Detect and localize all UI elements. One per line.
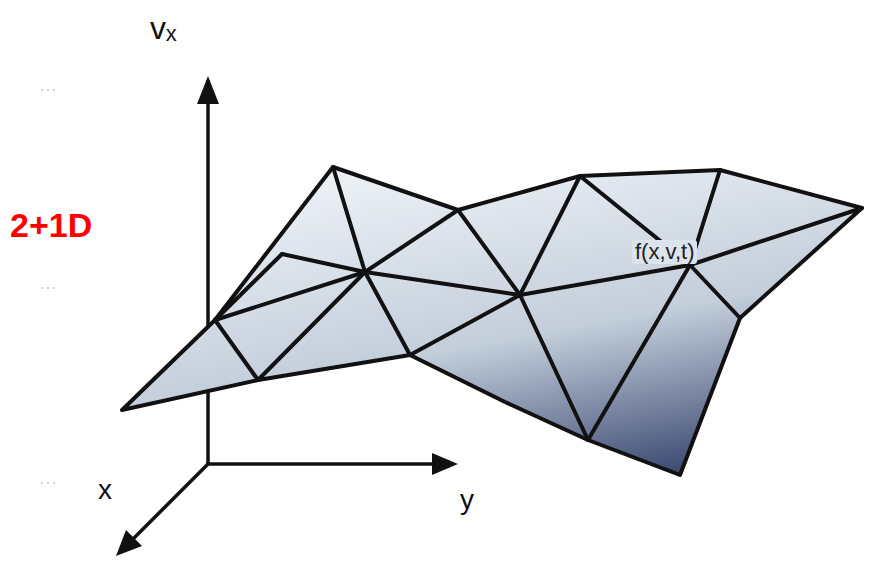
y-axis: [206, 462, 452, 466]
axis-label: y: [460, 486, 474, 514]
v-axis: [206, 80, 210, 464]
axis-label: x: [98, 476, 112, 504]
faint-dots: [41, 89, 55, 484]
function-label: f(x,v,t): [632, 240, 697, 264]
dimension-label: 2+1D: [10, 208, 92, 242]
surface: [122, 167, 862, 475]
mesh: [215, 167, 862, 440]
axis-label: vₓ: [150, 12, 177, 44]
x-axis: [122, 464, 208, 550]
